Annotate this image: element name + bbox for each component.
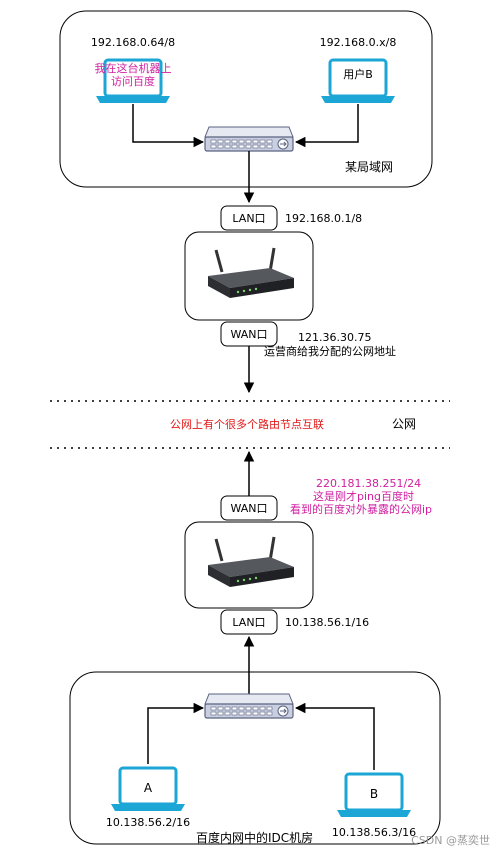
watermark: CSDN @蒸奕世 xyxy=(411,833,490,847)
host-right-ip: 192.168.0.x/8 xyxy=(320,36,397,49)
host-b-ip: 10.138.56.3/16 xyxy=(332,826,416,839)
host-a-label: A xyxy=(144,781,153,795)
bottom-router-wan-port-box xyxy=(220,495,278,521)
bottom-router-wan-ip: 220.181.38.251/24 xyxy=(316,477,421,490)
link-host-right-switch xyxy=(294,104,359,148)
link-host-left-switch xyxy=(132,104,205,148)
bottom-router-lan-port: LAN口 xyxy=(232,616,265,629)
host-right-laptop-icon xyxy=(319,58,397,105)
bottom-router-wan-note-line2: 看到的百度对外暴露的公网ip xyxy=(290,502,432,516)
top-router-wan-ip: 121.36.30.75 xyxy=(298,331,371,344)
link-host-b-to-switch xyxy=(294,702,375,770)
internet-label: 公网 xyxy=(392,417,416,431)
host-left-note-line1: 我在这台机器上 xyxy=(95,61,172,75)
host-left-ip: 192.168.0.64/8 xyxy=(91,36,175,49)
bottom-router-lan-port-box xyxy=(220,609,278,635)
top-router-lan-port: LAN口 xyxy=(232,212,265,225)
bottom-lan-group-box xyxy=(69,671,441,845)
top-router-lan-port-box xyxy=(220,205,278,231)
bottom-switch-icon xyxy=(204,693,294,719)
bottom-router-lan-ip: 10.138.56.1/16 xyxy=(285,616,369,629)
top-router-wan-note: 运营商给我分配的公网地址 xyxy=(264,344,396,358)
bottom-router-wan-port: WAN口 xyxy=(230,502,267,515)
top-router-wan-port: WAN口 xyxy=(230,328,267,341)
host-right-label: 用户B xyxy=(343,67,373,81)
bottom-router-wan-note-line1: 这是刚才ping百度时 xyxy=(313,489,414,503)
top-lan-group-box xyxy=(59,10,433,188)
link-host-a-to-switch xyxy=(147,702,205,764)
internet-note: 公网上有个很多个路由节点互联 xyxy=(170,417,324,431)
host-left-note-line2: 访问百度 xyxy=(111,74,155,88)
top-switch-icon xyxy=(204,126,294,152)
top-router-lan-ip: 192.168.0.1/8 xyxy=(285,212,362,225)
host-b-label: B xyxy=(370,787,378,801)
top-lan-title: 某局域网 xyxy=(345,160,393,174)
host-a-ip: 10.138.56.2/16 xyxy=(106,816,190,829)
bottom-lan-title: 百度内网中的IDC机房 xyxy=(196,830,313,845)
